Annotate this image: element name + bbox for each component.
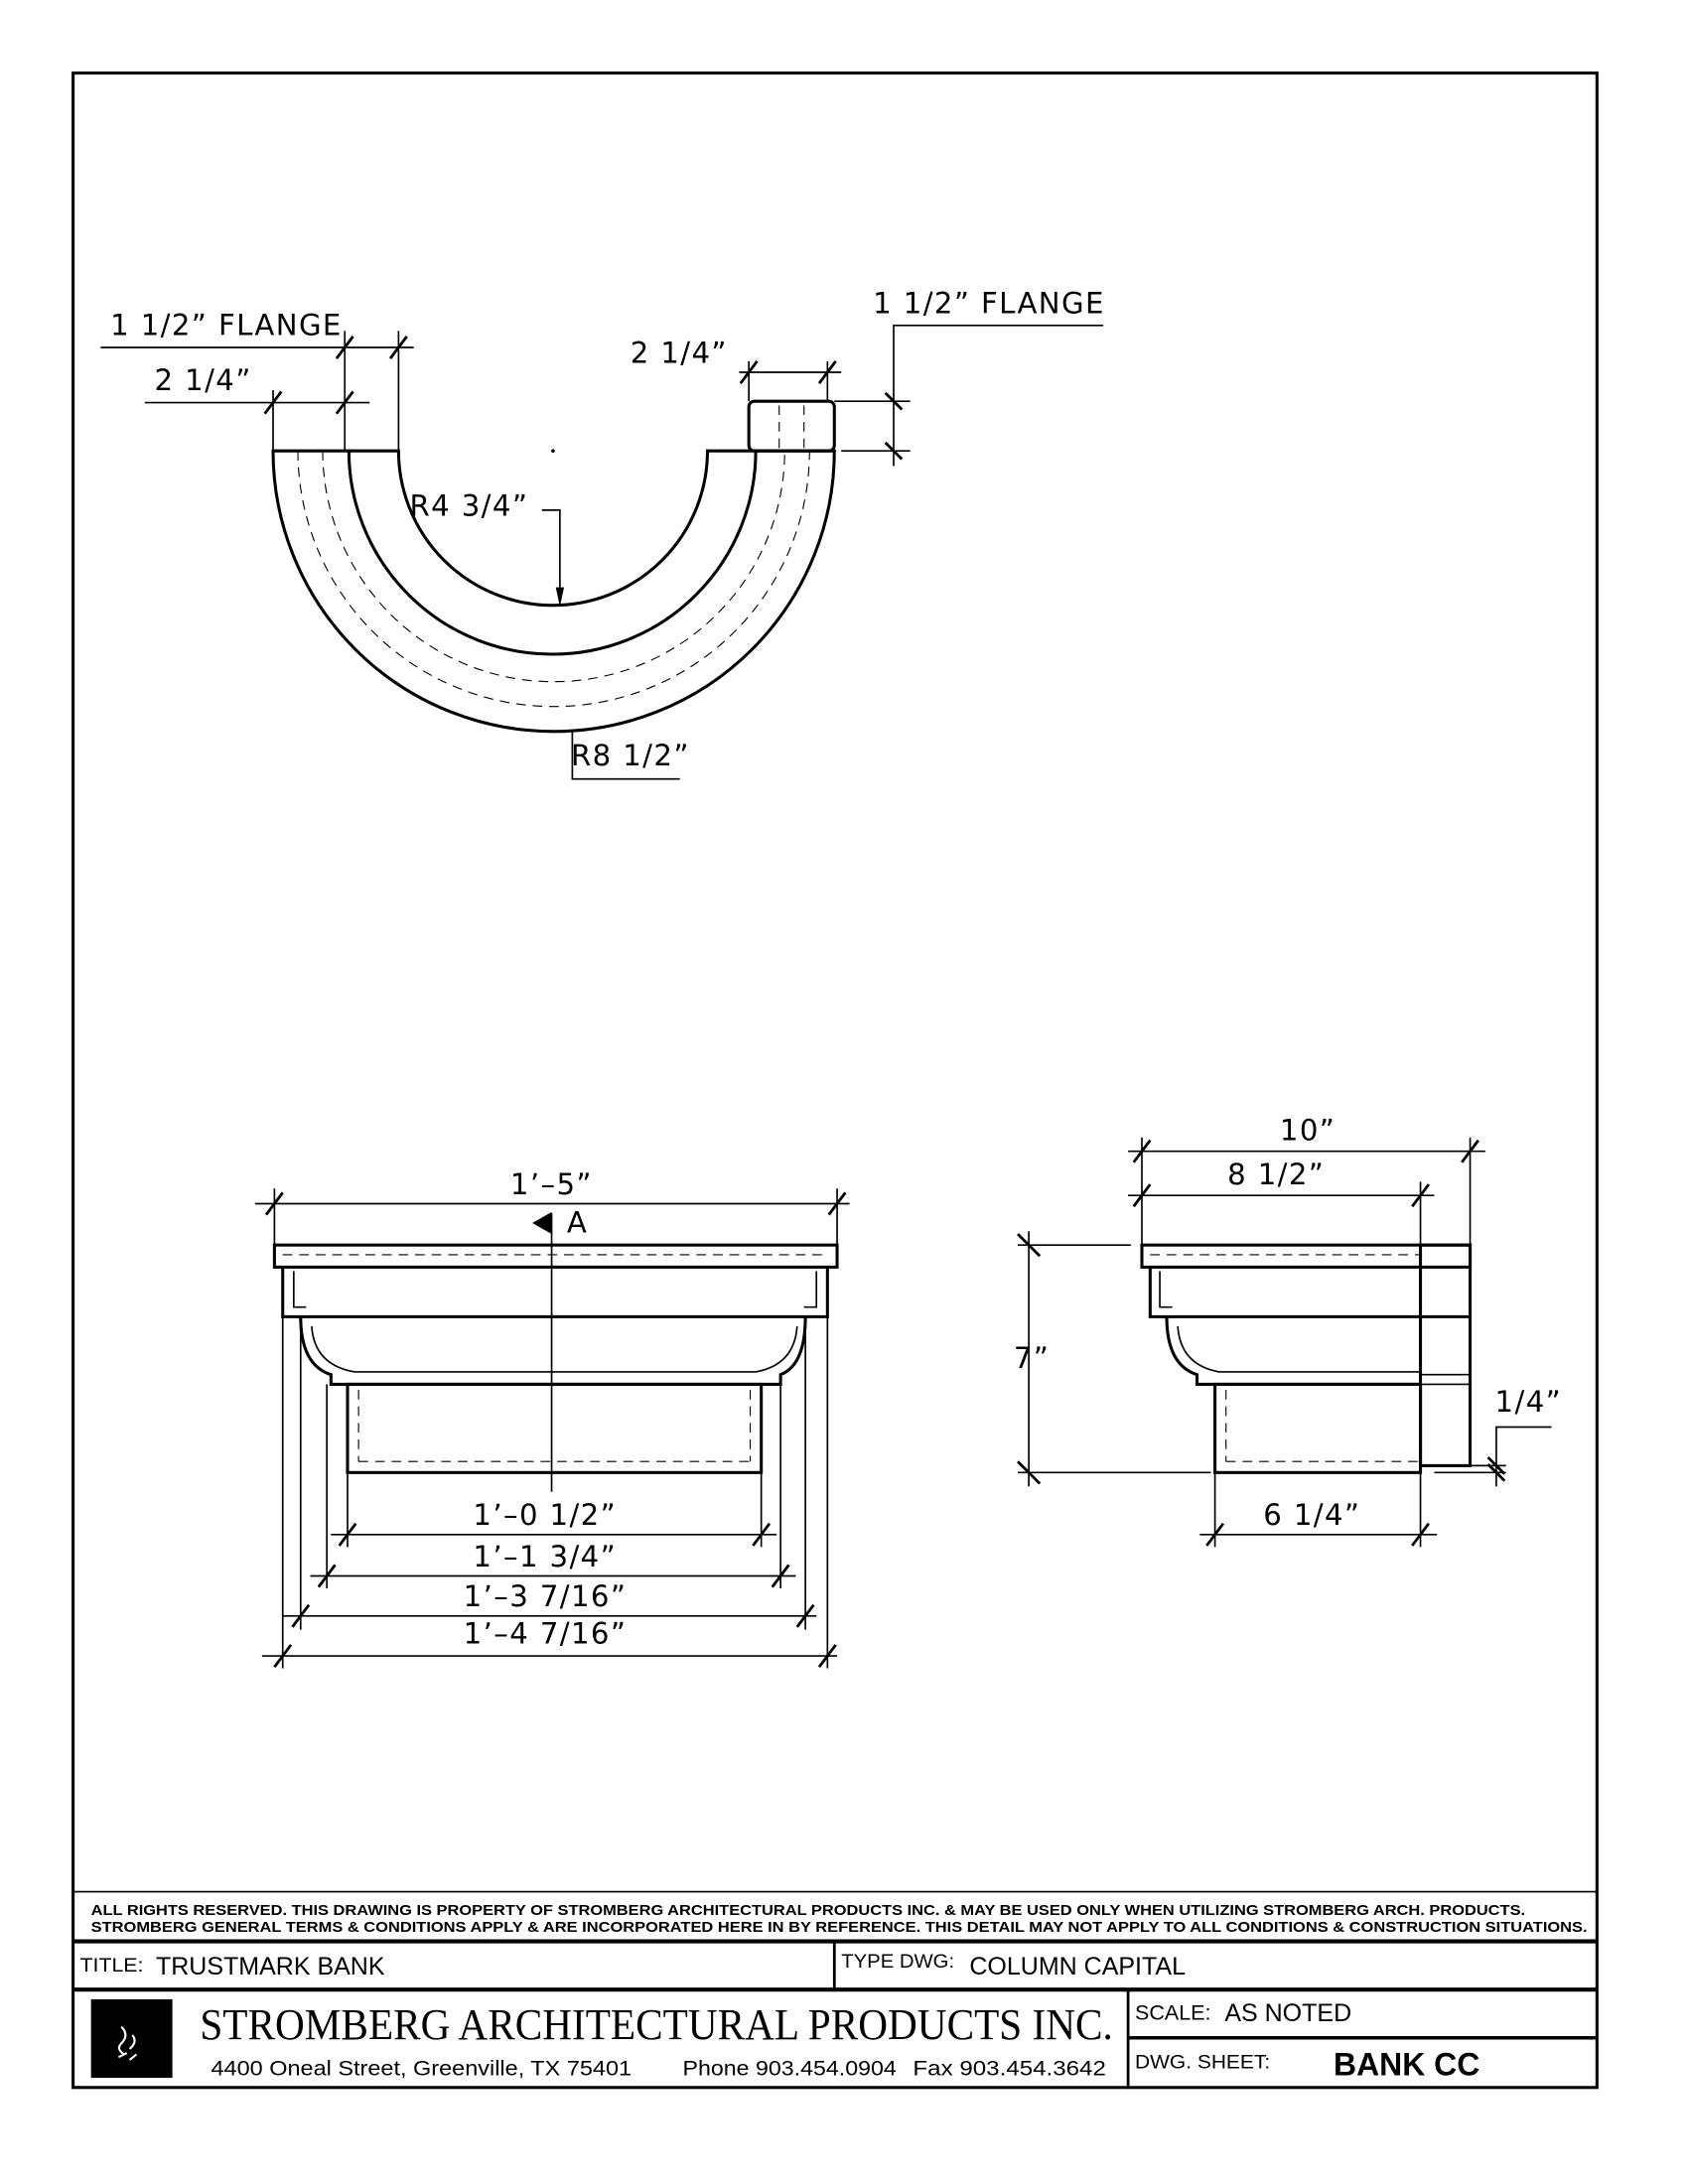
scale-value: AS NOTED [1224, 1999, 1351, 2027]
company-name: STROMBERG ARCHITECTURAL PRODUCTS INC. [200, 1999, 1112, 2049]
title-value: TRUSTMARK BANK [156, 1953, 385, 1980]
company-fax: Fax 903.454.3642 [913, 2057, 1105, 2080]
dim-label: 1’–0 1/2” [473, 1498, 617, 1532]
section-marker: A [567, 1206, 588, 1240]
type-dwg-value: COLUMN CAPITAL [969, 1953, 1186, 1980]
company-address: 4400 Oneal Street, Greenville, TX 75401 [211, 2057, 633, 2080]
top-width-label: 10” [1280, 1114, 1336, 1148]
base-width-label: 6 1/4” [1263, 1498, 1360, 1532]
front-elevation: 1’–5” A 1’–0 1/2” 1’–1 3/4” 1’–3 7/16” 1… [254, 1167, 850, 1669]
section-arrow-icon [532, 1211, 552, 1235]
right-flange-label: 1 1/2” FLANGE [873, 286, 1105, 320]
height-label: 7” [1014, 1341, 1050, 1375]
left-flange-label: 1 1/2” FLANGE [110, 309, 343, 342]
outer-radius-label: R8 1/2” [571, 739, 690, 772]
dim-label: 1’–3 7/16” [464, 1579, 628, 1613]
plan-view: 1 1/2” FLANGE 2 1/4” 2 1/4” 1 1/2” FLANG… [100, 286, 1105, 780]
scale-label: SCALE: [1135, 2002, 1210, 2025]
notice-line-2: STROMBERG GENERAL TERMS & CONDITIONS APP… [91, 1920, 1588, 1936]
right-width-label: 2 1/4” [631, 336, 728, 369]
dim-label: 1’–4 7/16” [464, 1617, 628, 1651]
title-block: ALL RIGHTS RESERVED. THIS DRAWING IS PRO… [72, 1890, 1598, 2088]
notice-line-1: ALL RIGHTS RESERVED. THIS DRAWING IS PRO… [91, 1903, 1525, 1919]
side-elevation: 10” 8 1/2” 7” 6 1/4” 1/4” [1014, 1114, 1563, 1548]
logo-flame-icon [117, 2025, 138, 2061]
title-label: TITLE: [80, 1955, 144, 1977]
company-logo [90, 1998, 173, 2079]
left-width-label: 2 1/4” [155, 363, 252, 397]
band-width-label: 8 1/2” [1227, 1158, 1325, 1191]
overall-width-label: 1’–5” [510, 1167, 593, 1201]
company-phone: Phone 903.454.0904 [683, 2057, 897, 2080]
dim-label: 1’–1 3/4” [473, 1540, 617, 1573]
sheet-border [71, 71, 1599, 2090]
inner-radius-label: R4 3/4” [410, 488, 529, 522]
dwg-sheet-value: BANK CC [1334, 2046, 1479, 2082]
type-dwg-label: TYPE DWG: [841, 1951, 954, 1973]
dwg-sheet-label: DWG. SHEET: [1135, 2051, 1270, 2073]
offset-label: 1/4” [1495, 1385, 1563, 1419]
